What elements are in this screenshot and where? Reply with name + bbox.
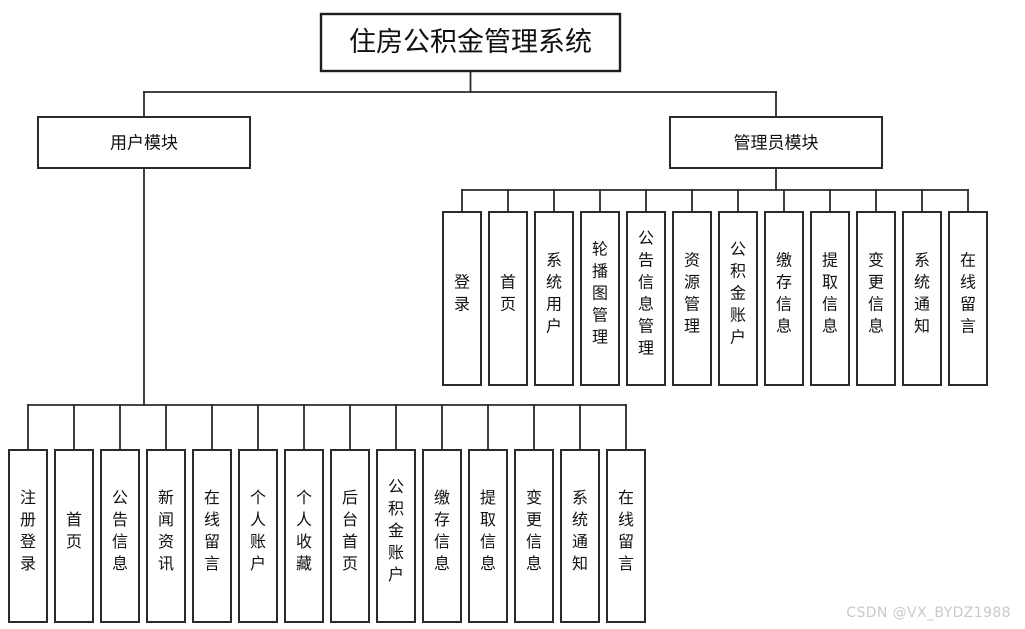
user-leaf-5[interactable]: 在线留言 [192,449,232,623]
admin-leaf-6-rect [672,211,712,386]
user-leaf-1-rect [8,449,48,623]
user-leaf-9-label: 公积金账户 [388,477,404,584]
user-leaf-3[interactable]: 公告信息 [100,449,140,623]
user-leaf-13-label: 系统通知 [572,488,588,573]
user-leaf-14-rect [606,449,646,623]
user-leaf-12-label: 变更信息 [526,488,542,573]
admin-module-node-rect [669,116,883,169]
user-module-node-rect [37,116,251,169]
admin-leaf-1-rect [442,211,482,386]
user-leaf-11-label: 提取信息 [480,488,496,573]
admin-leaf-10-rect [856,211,896,386]
user-leaf-14-label: 在线留言 [618,488,634,573]
user-leaf-10-label: 缴存信息 [434,488,450,573]
admin-leaf-5-label: 公告信息管理 [638,229,654,358]
admin-leaf-3[interactable]: 系统用户 [534,211,574,386]
user-leaf-14[interactable]: 在线留言 [606,449,646,623]
user-leaf-4-rect [146,449,186,623]
admin-leaf-4-label: 轮播图管理 [592,240,608,347]
admin-leaf-9-label: 提取信息 [822,251,838,336]
user-leaf-9-rect [376,449,416,623]
user-leaf-11[interactable]: 提取信息 [468,449,508,623]
user-leaf-6-label: 个人账户 [250,488,266,573]
root-node-label: 住房公积金管理系统 [349,27,592,58]
user-leaf-9[interactable]: 公积金账户 [376,449,416,623]
user-leaf-6[interactable]: 个人账户 [238,449,278,623]
user-leaf-7-label: 个人收藏 [296,488,312,573]
admin-leaf-8[interactable]: 缴存信息 [764,211,804,386]
watermark-text: CSDN @VX_BYDZ1988 [846,605,1011,621]
admin-module-node-label: 管理员模块 [734,134,819,154]
admin-leaf-4-rect [580,211,620,386]
user-leaf-10-rect [422,449,462,623]
user-leaf-1-label: 注册登录 [20,488,36,573]
admin-leaf-11-rect [902,211,942,386]
admin-leaf-1-label: 登录 [454,273,470,314]
admin-leaf-12-rect [948,211,988,386]
user-leaf-7-rect [284,449,324,623]
admin-leaf-6[interactable]: 资源管理 [672,211,712,386]
connector-lines [27,70,969,451]
user-leaf-13[interactable]: 系统通知 [560,449,600,623]
user-leaf-8-rect [330,449,370,623]
user-leaf-5-label: 在线留言 [204,488,220,573]
root-node-rect [319,12,622,73]
user-leaf-2[interactable]: 首页 [54,449,94,623]
user-leaf-6-rect [238,449,278,623]
admin-module-node[interactable]: 管理员模块 [669,116,883,169]
admin-leaf-2-label: 首页 [500,273,516,314]
user-leaf-8-label: 后台首页 [342,488,358,573]
user-leaf-3-rect [100,449,140,623]
user-leaf-2-label: 首页 [66,510,82,551]
admin-leaf-5[interactable]: 公告信息管理 [626,211,666,386]
admin-leaf-2[interactable]: 首页 [488,211,528,386]
diagram-nodes: 住房公积金管理系统用户模块管理员模块登录首页系统用户轮播图管理公告信息管理资源管… [8,12,988,623]
admin-leaf-5-rect [626,211,666,386]
user-leaf-12[interactable]: 变更信息 [514,449,554,623]
admin-leaf-9[interactable]: 提取信息 [810,211,850,386]
root-node[interactable]: 住房公积金管理系统 [319,12,622,73]
admin-leaf-6-label: 资源管理 [684,251,700,336]
admin-leaf-8-rect [764,211,804,386]
user-leaf-3-label: 公告信息 [112,488,128,573]
user-leaf-8[interactable]: 后台首页 [330,449,370,623]
user-leaf-13-rect [560,449,600,623]
admin-leaf-1[interactable]: 登录 [442,211,482,386]
user-leaf-4[interactable]: 新闻资讯 [146,449,186,623]
admin-leaf-10-label: 变更信息 [868,251,884,336]
admin-leaf-11-label: 系统通知 [914,251,930,336]
admin-leaf-4[interactable]: 轮播图管理 [580,211,620,386]
user-leaf-10[interactable]: 缴存信息 [422,449,462,623]
admin-leaf-12[interactable]: 在线留言 [948,211,988,386]
admin-leaf-10[interactable]: 变更信息 [856,211,896,386]
user-leaf-1[interactable]: 注册登录 [8,449,48,623]
user-leaf-4-label: 新闻资讯 [158,488,174,573]
admin-leaf-2-rect [488,211,528,386]
admin-leaf-11[interactable]: 系统通知 [902,211,942,386]
admin-leaf-12-label: 在线留言 [960,251,976,336]
admin-leaf-9-rect [810,211,850,386]
admin-leaf-7-rect [718,211,758,386]
admin-leaf-8-label: 缴存信息 [776,251,792,336]
user-module-node-label: 用户模块 [110,134,178,154]
admin-leaf-3-label: 系统用户 [546,251,562,336]
user-leaf-7[interactable]: 个人收藏 [284,449,324,623]
admin-leaf-7[interactable]: 公积金账户 [718,211,758,386]
user-leaf-2-rect [54,449,94,623]
user-leaf-12-rect [514,449,554,623]
user-module-node[interactable]: 用户模块 [37,116,251,169]
user-leaf-5-rect [192,449,232,623]
admin-leaf-7-label: 公积金账户 [730,240,746,347]
user-leaf-11-rect [468,449,508,623]
admin-leaf-3-rect [534,211,574,386]
